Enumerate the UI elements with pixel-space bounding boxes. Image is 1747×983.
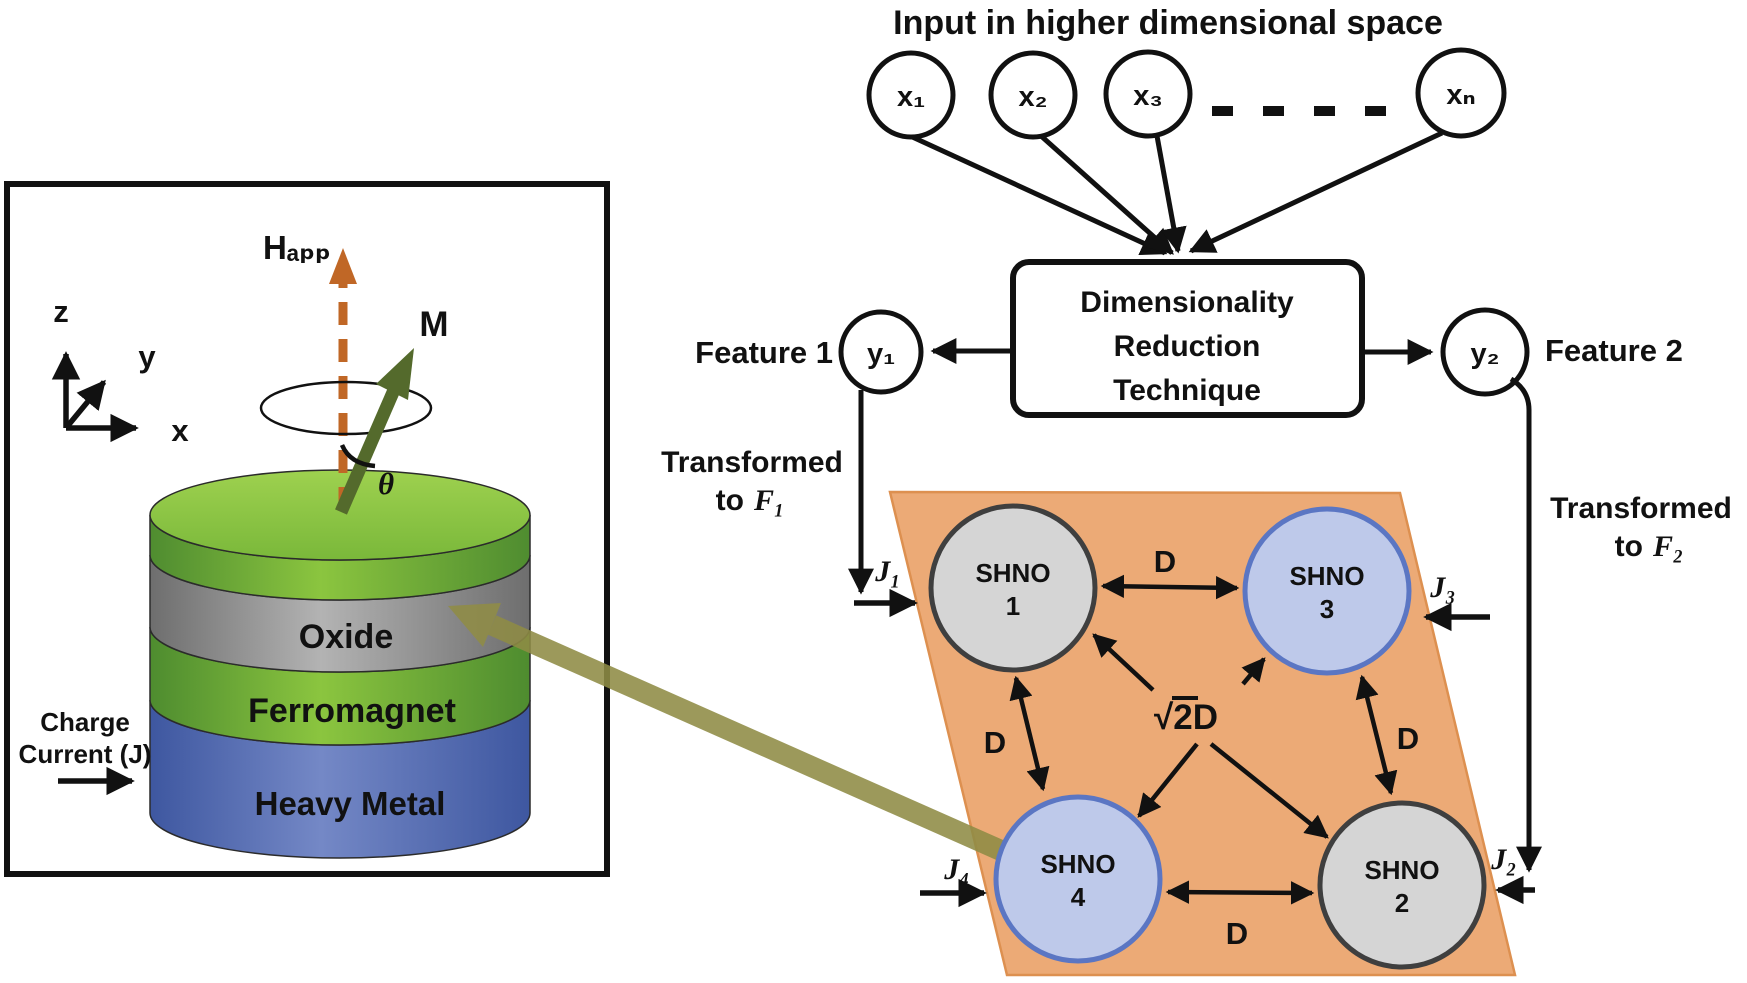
charge-current-label-line1: Charge: [40, 707, 130, 737]
shno3-node: [1242, 506, 1412, 676]
shno-array: SHNO 1 SHNO 3 SHNO 4 SHNO 2 D D D D √2D: [448, 490, 1535, 977]
input-node-x1: [866, 50, 956, 140]
reducer-line1: Dimensionality: [1080, 286, 1294, 319]
feature1-label: Feature 1: [695, 335, 833, 370]
device-panel: z y x Oxide Ferromagnet Heavy Metal Char…: [4, 181, 610, 877]
spacing-d-bottom: D: [1226, 916, 1248, 951]
shno3-number: 3: [1320, 594, 1334, 624]
shno2-word: SHNO: [1364, 855, 1439, 885]
output-node-y1: [838, 309, 924, 395]
input-node-xn: [1415, 47, 1507, 139]
y2-down-connector: [1509, 376, 1542, 873]
input-connectors: [906, 130, 1444, 256]
magnetization-arrowhead-icon: [376, 348, 414, 400]
shno1-node: [928, 503, 1098, 673]
spacing-arrows: [1009, 574, 1398, 905]
ferromagnet-label: Ferromagnet: [248, 692, 456, 730]
current-j1-label: J₁: [874, 555, 900, 588]
magnetization-label: M: [419, 305, 448, 344]
transformed2-f2: F₂: [1652, 530, 1683, 563]
transformed1-f1: F₁: [753, 484, 784, 517]
output-node-y1-label: y₁: [867, 338, 895, 370]
input-node-x1-label: x₁: [897, 81, 925, 113]
axis-z-label: z: [53, 294, 69, 329]
shno4-node: [993, 794, 1163, 964]
shno1-word: SHNO: [975, 558, 1050, 588]
output-node-y2: [1440, 307, 1530, 397]
heavy-metal-label: Heavy Metal: [255, 785, 446, 822]
oscillator-to-device-arrowhead-icon: [448, 603, 501, 647]
input-node-x3-label: x₃: [1133, 80, 1163, 112]
transformed2-label: Transformed: [1550, 492, 1732, 525]
output-node-y2-label: y₂: [1470, 338, 1499, 370]
current-j3-label: J₃: [1429, 571, 1455, 604]
input-node-xn-label: xₙ: [1446, 79, 1475, 111]
spacing-d-left: D: [984, 725, 1006, 760]
oxide-label: Oxide: [299, 618, 393, 656]
applied-field-arrowhead-icon: [329, 248, 357, 284]
input-node-x2: [988, 50, 1078, 140]
magnetization-arrow: [335, 387, 400, 515]
cap-layer-top: [149, 469, 531, 561]
spacing-d-top: D: [1154, 544, 1176, 579]
axis-y-label: y: [138, 339, 156, 374]
current-arrows: [854, 588, 1535, 908]
shno4-number: 4: [1071, 882, 1086, 912]
axis-x-label: x: [171, 413, 189, 448]
transformed1-label: Transformed: [661, 446, 843, 479]
shno2-node: [1317, 800, 1487, 970]
radical-overline-icon: [1172, 696, 1198, 700]
reducer-box: [1010, 259, 1365, 418]
shno4-word: SHNO: [1040, 849, 1115, 879]
diagonal-spacing-label: √2D: [1154, 698, 1218, 737]
feature2-label: Feature 2: [1545, 333, 1683, 368]
angle-label: θ: [378, 466, 394, 501]
angle-arc-icon: [339, 444, 376, 469]
shno3-word: SHNO: [1289, 561, 1364, 591]
oscillator-to-device-arrow: [487, 615, 1007, 861]
reducer-line2: Reduction: [1114, 330, 1261, 363]
spacing-d-right: D: [1397, 721, 1419, 756]
dimensionality-reduction-flow: Input in higher dimensional space x₁ x₂ …: [661, 4, 1732, 873]
charge-current-label-line2: Current (J): [19, 739, 152, 769]
flow-title: Input in higher dimensional space: [893, 4, 1443, 42]
input-node-x2-label: x₂: [1018, 81, 1047, 113]
current-j2-label: J₂: [1490, 843, 1516, 876]
coordinate-axes-icon: [51, 351, 139, 443]
input-node-x3: [1103, 49, 1193, 139]
device-stack: [149, 469, 531, 859]
shno1-number: 1: [1006, 591, 1020, 621]
applied-field-label: Hₐₚₚ: [263, 229, 331, 266]
precession-orbit-icon: [259, 380, 433, 436]
current-j4-label: J₄: [943, 853, 969, 886]
reducer-line3: Technique: [1113, 374, 1261, 407]
transformed2-to: to: [1615, 530, 1643, 563]
transformed1-to: to: [716, 484, 744, 517]
shno2-number: 2: [1395, 888, 1409, 918]
